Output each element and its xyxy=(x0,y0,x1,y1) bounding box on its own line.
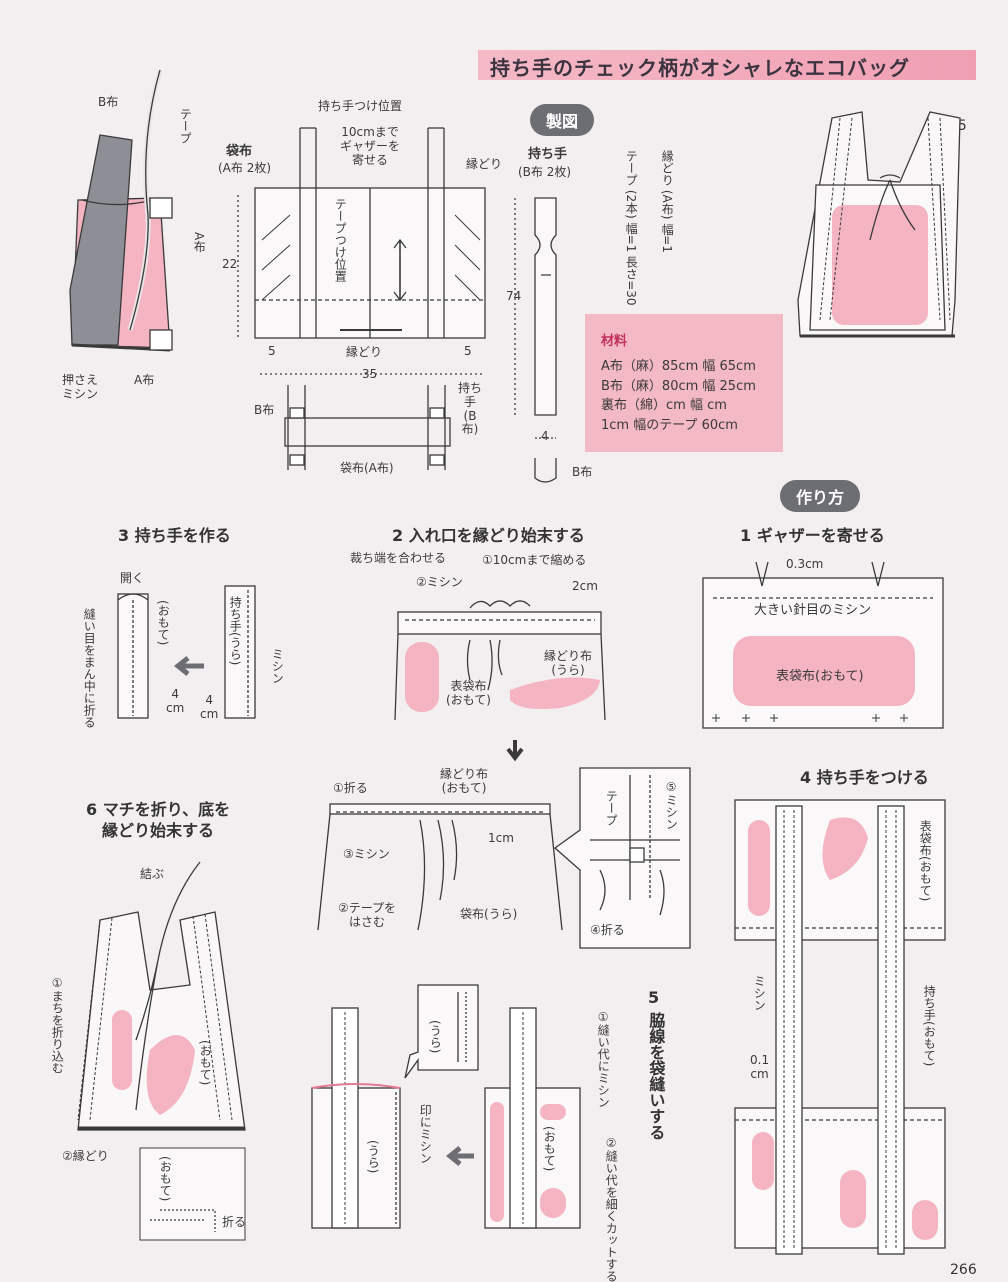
step2-binding-cloth: 縁どり布(うら) xyxy=(544,649,593,677)
step6-title: 6 マチを折り、底を縁どり始末する xyxy=(86,800,231,840)
step2-top-diagram xyxy=(394,600,606,762)
step5-title: 脇線を袋縫いする xyxy=(646,1012,666,1140)
step4-diagram xyxy=(734,799,946,1255)
step5-mark-sew: 印にミシン xyxy=(418,1104,433,1164)
layout-b-cloth-2: B布 xyxy=(572,465,593,479)
materials-box: 材料 A布（麻）85cm 幅 65cm B布（麻）80cm 幅 25cm 裏布（… xyxy=(585,314,783,452)
step2-shrink: ①10cmまで縮める xyxy=(482,553,587,567)
label-a-cloth-side: A布 xyxy=(192,232,207,253)
label-tape-spec: テープ (2本) 幅=1 長さ=30 xyxy=(624,150,639,306)
step3-title: 3 持ち手を作る xyxy=(118,526,231,545)
step6-tie: 結ぶ xyxy=(140,867,165,881)
step6-diagram xyxy=(77,861,246,1241)
dim-22: 22 xyxy=(222,257,238,271)
step1-diagram xyxy=(702,561,944,729)
page-title: 持ち手のチェック柄がオシャレなエコバッグ xyxy=(490,56,910,80)
step2-sew2: ②ミシン xyxy=(416,575,463,589)
handle-pattern xyxy=(514,197,557,483)
step2-detail-sew5: ⑤ミシン xyxy=(664,780,679,830)
bag-illustration-right xyxy=(797,111,961,338)
materials-line: 裏布（綿）cm 幅 cm xyxy=(601,398,727,413)
step5-omote: (おもて) xyxy=(542,1126,557,1172)
materials-heading: 材料 xyxy=(601,334,628,349)
step4-machine: ミシン xyxy=(752,975,767,1011)
step6-fold-gusset: ①まちを折り込む xyxy=(50,976,65,1074)
step2-detail-tape: テープ xyxy=(604,790,619,826)
dim-74: 74 xyxy=(506,289,522,303)
step3-handle-ura: 持ち手(うら) xyxy=(228,596,243,666)
step6-omote-detail: (おもて) xyxy=(158,1156,173,1202)
step5-seam1: ①縫い代にミシン xyxy=(596,1010,611,1108)
layout-b-cloth: B布 xyxy=(254,403,275,417)
page-number-bottom: 266 xyxy=(950,1262,977,1278)
bag-cloth-pattern xyxy=(237,127,486,375)
step2-title: 2 入れ口を縁どり始末する xyxy=(392,526,585,545)
layout-bag: 袋布(A布) xyxy=(340,461,394,475)
label-handle-sub: (B布 2枚) xyxy=(518,165,572,179)
label-tape: テープ xyxy=(178,108,193,144)
step2-detail-fold4: ④折る xyxy=(590,923,625,937)
step3-omote: (おもて) xyxy=(156,600,171,646)
step3-fold-center: 縫い目をまん中に折る xyxy=(82,608,97,728)
step2-align: 裁ち端を合わせる xyxy=(350,551,447,565)
materials-line: 1cm 幅のテープ 60cm xyxy=(601,417,738,433)
step1-title: 1 ギャザーを寄せる xyxy=(740,526,885,545)
step1-dim: 0.3cm xyxy=(786,557,824,571)
label-handle-pos: 持ち手つけ位置 xyxy=(318,99,403,113)
dim-35: 35 xyxy=(362,367,378,381)
step1-machine: 大きい針目のミシン xyxy=(754,603,872,618)
step2-tape-in: ②テープをはさむ xyxy=(338,901,397,929)
label-bag-cloth-sub: (A布 2枚) xyxy=(218,161,272,175)
pattern-badge: 製図 xyxy=(530,104,595,136)
dim-4: 4 xyxy=(541,429,549,443)
step4-handle: 持ち手(おもて) xyxy=(922,985,937,1067)
step3-machine: ミシン xyxy=(270,648,285,684)
materials-line: B布（麻）80cm 幅 25cm xyxy=(601,378,756,394)
step6-omote: (おもて) xyxy=(198,1040,213,1086)
label-handle: 持ち手 xyxy=(528,147,568,162)
step5-seam2: ②縫い代を細くカットする xyxy=(604,1136,619,1282)
label-osae: 押さえミシン xyxy=(62,373,99,401)
label-bag-cloth: 袋布 xyxy=(226,144,253,159)
step1-cloth: 表袋布(おもて) xyxy=(776,669,864,684)
step5-ura-detail: (うら) xyxy=(428,1020,443,1054)
step2-fold1: ①折る xyxy=(333,781,368,795)
dim-5-right: 5 xyxy=(464,344,472,358)
step4-outer: 表袋布(おもて) xyxy=(918,820,933,902)
label-gather-note: 10cmまでギャザーを寄せる xyxy=(340,125,401,167)
label-binding-bottom: 縁どり xyxy=(346,345,383,359)
label-a-cloth-bottom: A布 xyxy=(134,373,155,387)
step5-title-num: 5 xyxy=(648,988,660,1007)
label-binding: 縁どり xyxy=(466,157,503,171)
step6-fold: 折る xyxy=(222,1215,247,1229)
step5-diagram xyxy=(311,984,581,1229)
step2-sew3: ③ミシン xyxy=(343,847,390,861)
label-tape-pos: テープつけ位置 xyxy=(333,198,348,282)
step3-diagram xyxy=(117,585,256,719)
label-binding-spec: 縁どり (A布) 幅=1 xyxy=(660,150,675,253)
step2-2cm: 2cm xyxy=(572,579,598,593)
step2-bag-ura: 袋布(うら) xyxy=(460,907,518,921)
step2-outer-cloth: 表袋布(おもて) xyxy=(446,679,491,707)
step2-1cm: 1cm xyxy=(488,831,514,845)
step6-binding: ②縁どり xyxy=(62,1149,109,1163)
materials-line: A布（麻）85cm 幅 65cm xyxy=(601,359,756,374)
title-banner xyxy=(478,50,976,80)
step2-bottom-diagram xyxy=(317,767,691,949)
cutting-layout xyxy=(284,385,451,470)
bag-illustration-left xyxy=(69,69,173,352)
step4-title: 4 持ち手をつける xyxy=(800,768,929,787)
step5-ura: (うら) xyxy=(366,1140,381,1174)
label-b-cloth: B布 xyxy=(98,95,119,109)
step2-binding-omote: 縁どり布(おもて) xyxy=(440,767,489,795)
dim-5-left: 5 xyxy=(268,344,276,358)
howto-badge: 作り方 xyxy=(780,480,861,512)
step3-open: 開く xyxy=(120,571,145,585)
